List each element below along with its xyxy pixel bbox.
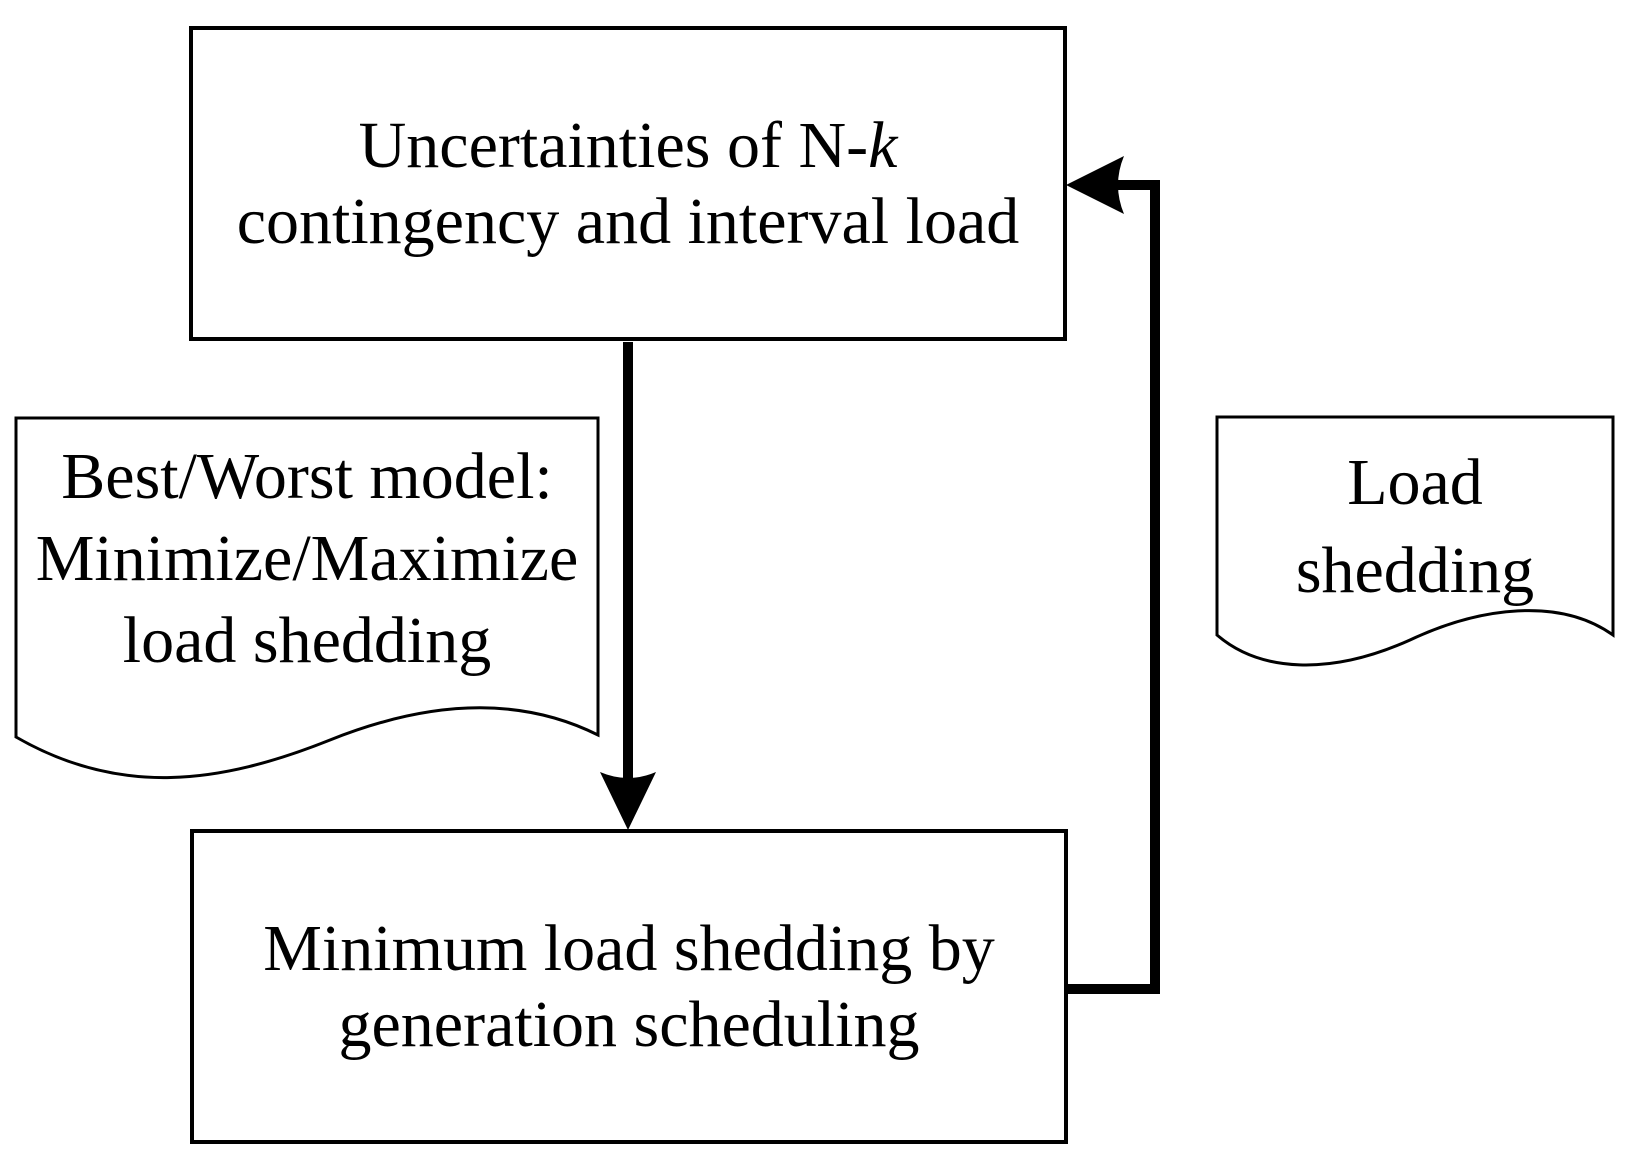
best-worst-model-line2: Minimize/Maximize	[35, 522, 579, 595]
best-worst-model-document-label: Best/Worst model: Minimize/Maximize load…	[16, 418, 598, 700]
uncertainties-box-line1: Uncertainties of N-k	[359, 108, 898, 184]
uncertainties-box-line1-text: Uncertainties of N-	[358, 108, 869, 182]
right-document-shape	[1215, 415, 1615, 667]
load-shedding-line1: Load	[1347, 446, 1483, 519]
feedback-arrow-head	[1066, 156, 1124, 214]
down-arrow-head	[600, 772, 656, 830]
load-shedding-line2: shedding	[1295, 534, 1535, 607]
load-shedding-document-label: Load shedding	[1217, 417, 1613, 637]
minimum-load-shedding-box: Minimum load shedding by generation sche…	[190, 829, 1068, 1144]
best-worst-model-line3: load shedding	[122, 604, 492, 677]
minimum-load-shedding-box-line2: generation scheduling	[338, 987, 920, 1061]
feedback-arrow-shaft	[1067, 180, 1160, 994]
uncertainties-box: Uncertainties of N-k contingency and int…	[189, 26, 1067, 341]
uncertainties-box-k-variable: k	[868, 108, 898, 182]
uncertainties-box-line2: contingency and interval load	[236, 184, 1020, 258]
left-document-shape	[14, 416, 600, 780]
minimum-load-shedding-box-line1: Minimum load shedding by	[263, 911, 995, 985]
best-worst-model-line1: Best/Worst model:	[61, 440, 553, 513]
